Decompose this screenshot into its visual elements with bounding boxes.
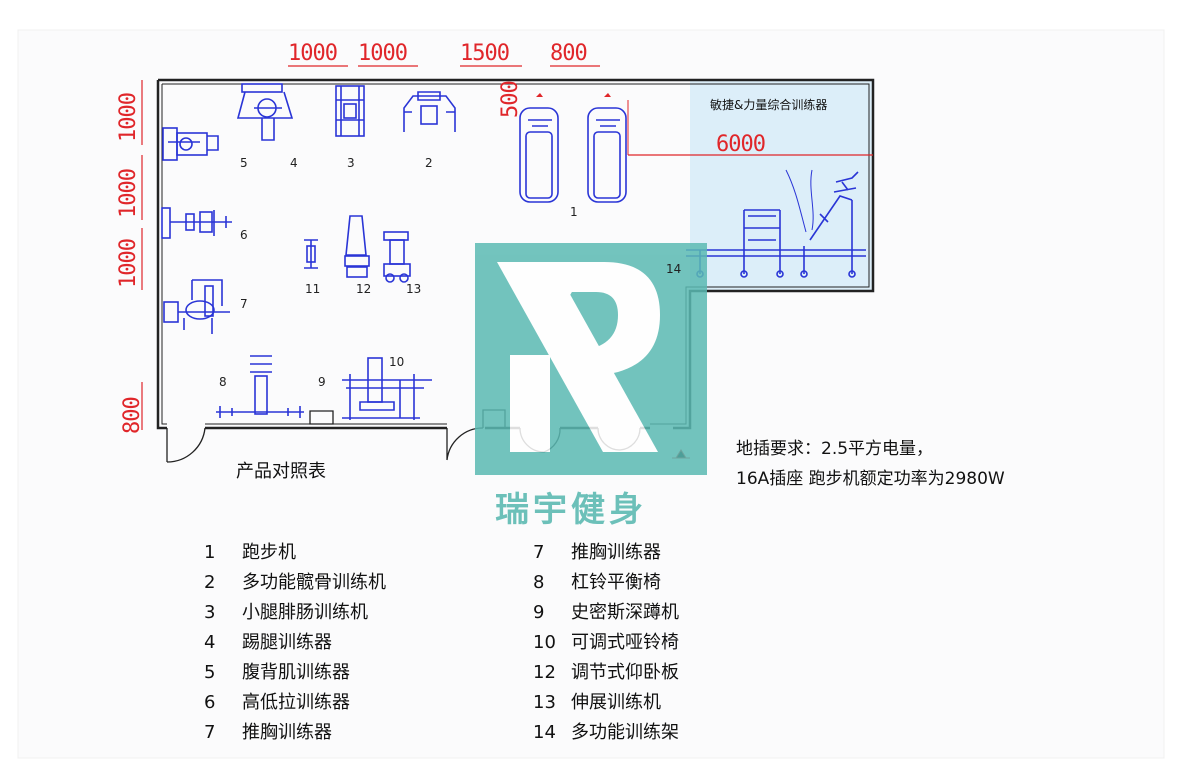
equipment-5 [162,127,219,161]
equipment-number-4: 4 [290,156,298,170]
legend-item-number: 7 [533,542,545,563]
legend-right: 7 推胸训练器 8 杠铃平衡椅 9 史密斯深蹲机 10 可调式哑铃椅 12 调节式仰卧板 13 伸展训… [533,538,679,748]
brand-name: 瑞宇健身 [495,490,647,530]
equipment-number-12: 12 [356,282,372,296]
legend-item-label: 多功能髋骨训练机 [242,572,386,593]
legend-item-number: 6 [204,692,216,713]
equipment-4 [236,83,294,141]
legend-item: 4 踢腿训练器 [204,628,386,658]
legend-item-label: 史密斯深蹲机 [571,602,679,623]
legend-item-number: 12 [533,662,556,683]
equipment-8 [216,355,304,418]
legend-item: 12 调节式仰卧板 [533,658,679,688]
legend-item: 2 多功能髋骨训练机 [204,568,386,598]
legend-item-number: 2 [204,572,216,593]
equipment-number-5: 5 [240,156,248,170]
legend-item: 7 推胸训练器 [204,718,386,748]
top-dimension-2: 1000 [358,41,408,66]
legend-item: 3 小腿腓肠训练机 [204,598,386,628]
brand-logo [475,243,707,475]
equipment-number-1: 1 [570,205,578,219]
legend-item: 6 高低拉训练器 [204,688,386,718]
left-dimension-4: 800 [120,397,145,434]
equipment-9-10 [342,357,432,420]
power-note-line1: 地插要求：2.5平方电量， [736,439,934,459]
legend-item: 8 杠铃平衡椅 [533,568,679,598]
legend-item-label: 多功能训练架 [571,722,679,743]
equipment-drawings [161,83,866,420]
legend-item: 14 多功能训练架 [533,718,679,748]
equipment-3 [335,85,365,137]
equipment-12 [344,215,370,278]
left-dimension-1: 1000 [116,93,141,142]
equipment-1 [519,107,627,203]
legend-item-number: 9 [533,602,545,623]
equipment-number-8: 8 [219,375,227,389]
legend-item-number: 13 [533,692,556,713]
legend-item-label: 小腿腓肠训练机 [242,602,368,623]
zone-title: 敏捷&力量综合训练器 [710,98,828,112]
legend-item: 9 史密斯深蹲机 [533,598,679,628]
equipment-2 [403,91,456,132]
legend-item-number: 8 [533,572,545,593]
legend-item-label: 推胸训练器 [571,542,661,563]
top-dimension-4: 800 [550,41,588,66]
legend-item-number: 14 [533,722,556,743]
legend-item-label: 推胸训练器 [242,722,332,743]
legend-item-label: 可调式哑铃椅 [571,632,679,653]
equipment-number-13: 13 [406,282,422,296]
legend-item: 1 跑步机 [204,538,386,568]
zone-width-dimension: 6000 [716,132,766,157]
legend-item-number: 4 [204,632,216,653]
top-dimension-3: 1500 [460,41,510,66]
legend-item-number: 7 [204,722,216,743]
equipment-11 [304,239,318,269]
equipment-6 [161,207,232,239]
equipment-number-10: 10 [389,355,405,369]
equipment-number-9: 9 [318,375,326,389]
power-note-line2: 16A插座 跑步机额定功率为2980W [736,469,1005,489]
legend-item-label: 调节式仰卧板 [571,662,679,683]
left-dimension-2: 1000 [116,169,141,218]
legend-item-label: 伸展训练机 [571,692,661,713]
equipment-number-14: 14 [666,262,682,276]
top-vertical-dimension: 500 [498,81,523,118]
door-left [166,427,206,463]
legend-item: 10 可调式哑铃椅 [533,628,679,658]
legend-item-number: 1 [204,542,216,563]
equipment-number-11: 11 [305,282,321,296]
equipment-7 [163,279,230,334]
legend-item-number: 10 [533,632,556,653]
legend-item-label: 高低拉训练器 [242,692,350,713]
legend-item: 13 伸展训练机 [533,688,679,718]
legend-item: 5 腹背肌训练器 [204,658,386,688]
small-box [309,410,334,425]
legend-item-label: 杠铃平衡椅 [571,572,661,593]
table-title: 产品对照表 [236,461,326,482]
legend-item-number: 3 [204,602,216,623]
equipment-number-7: 7 [240,297,248,311]
equipment-number-2: 2 [425,156,433,170]
legend-left: 1 跑步机 2 多功能髋骨训练机 3 小腿腓肠训练机 4 踢腿训练器 5 腹背肌训练器 6 高低拉训练… [204,538,386,748]
equipment-number-6: 6 [240,228,248,242]
top-dimension-1: 1000 [288,41,338,66]
left-dimension-3: 1000 [116,239,141,288]
treadmill-markers [536,93,611,97]
wall-outline-left [156,80,167,430]
equipment-13 [383,231,411,283]
legend-item-number: 5 [204,662,216,683]
equipment-number-3: 3 [347,156,355,170]
legend-item: 7 推胸训练器 [533,538,679,568]
legend-item-label: 踢腿训练器 [242,632,332,653]
legend-item-label: 腹背肌训练器 [242,662,350,683]
legend-item-label: 跑步机 [242,542,296,563]
